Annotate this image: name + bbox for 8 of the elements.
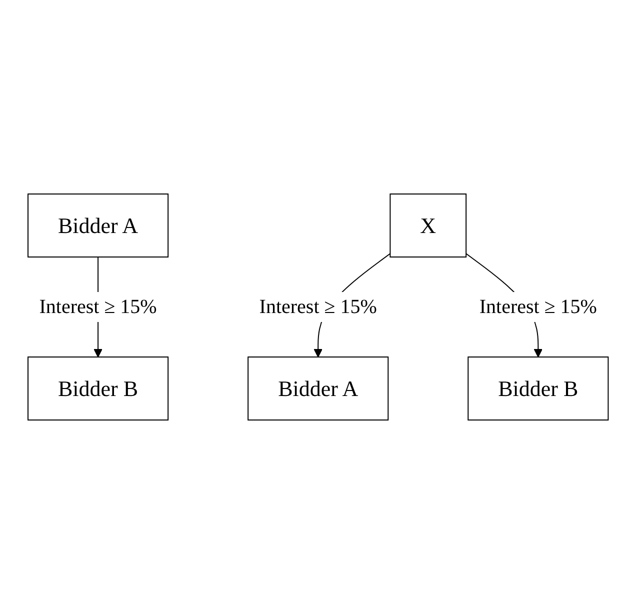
node-box: Bidder A — [28, 193, 169, 257]
edge-label: Interest ≥ 15% — [480, 296, 598, 318]
node-box: X — [390, 193, 467, 257]
edge-label: Interest ≥ 15% — [40, 296, 158, 318]
edge-label: Interest ≥ 15% — [260, 296, 378, 318]
node-box: Bidder B — [468, 356, 610, 420]
node-box: Bidder B — [28, 356, 169, 420]
node-box: Bidder A — [248, 356, 390, 420]
